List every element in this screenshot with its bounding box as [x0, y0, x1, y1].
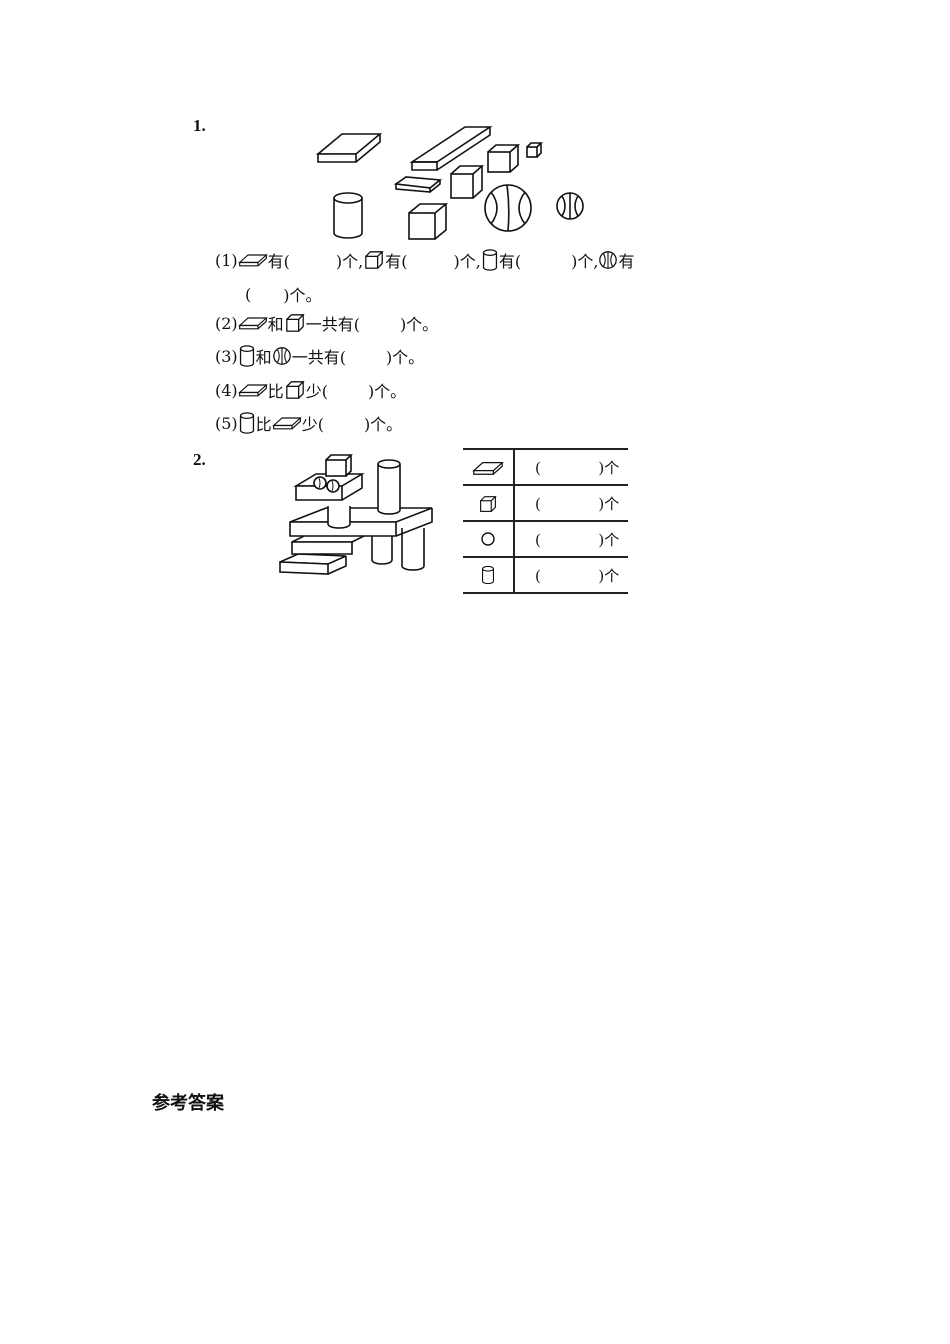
shape-cell — [463, 448, 515, 485]
ball-icon — [598, 250, 618, 270]
ball-icon — [272, 346, 292, 366]
answers-heading: 参考答案 — [152, 1093, 224, 1114]
cube-icon — [284, 313, 306, 333]
flat-box-icon — [238, 252, 268, 268]
answer-cell: ( )个 — [514, 556, 628, 594]
unit-text: )个 — [598, 458, 620, 477]
question-1-item-3: (3) 和 一共有( )个。 — [215, 344, 424, 368]
shape-cell — [463, 520, 515, 557]
item-text: 有 — [618, 252, 635, 271]
question-1-item-4: (4) 比 少( )个。 — [215, 378, 406, 402]
answer-cell: ( )个 — [514, 448, 628, 485]
item-text: )个。 — [363, 415, 403, 434]
item-label: (3) — [215, 346, 238, 366]
cylinder-icon — [238, 411, 256, 435]
small-cube-shape — [526, 142, 543, 158]
cylinder-icon — [238, 344, 256, 368]
item-label: (2) — [215, 313, 238, 333]
item-text: )个, — [453, 252, 481, 271]
item-text: 比 — [255, 415, 272, 434]
flat-box-icon — [471, 460, 505, 476]
paren-open: ( — [535, 530, 541, 549]
unit-text: )个 — [598, 494, 620, 513]
question-1-item-2: (2) 和 一共有( )个。 — [215, 311, 438, 335]
item-text: )个。 — [283, 286, 322, 305]
cylinder-shape — [333, 192, 363, 239]
paren-open: ( — [535, 566, 541, 585]
item-text: ( — [245, 284, 252, 304]
item-text: 一共有( — [291, 348, 346, 367]
item-text: 有( — [385, 252, 408, 271]
cube-shape — [408, 203, 449, 240]
table-row: ( )个 — [463, 520, 628, 557]
small-ball-shape — [556, 192, 584, 220]
item-text: 和 — [255, 348, 272, 367]
cube-shape — [450, 165, 485, 199]
cylinder-icon — [481, 564, 495, 586]
item-label: (1) — [215, 250, 238, 270]
unit-text: )个 — [598, 530, 620, 549]
circle-icon — [478, 529, 498, 549]
thin-flat-box-shape — [393, 176, 443, 193]
question-2-number: 2. — [193, 450, 206, 469]
item-text: )个, — [571, 252, 599, 271]
answer-cell: ( )个 — [514, 484, 628, 521]
cube-shape — [487, 144, 521, 173]
cube-icon — [363, 250, 385, 270]
item-text: )个。 — [367, 382, 407, 401]
item-label: (4) — [215, 380, 238, 400]
question-2-count-table: ( )个 ( )个 ( )个 ( )个 — [463, 448, 628, 594]
question-1-shapes-figure — [315, 126, 584, 240]
cube-icon — [479, 495, 497, 513]
item-label: (5) — [215, 413, 238, 433]
paren-open: ( — [535, 494, 541, 513]
question-1-number: 1. — [193, 116, 206, 135]
unit-text: )个 — [598, 566, 620, 585]
large-ball-shape — [484, 184, 532, 232]
question-1-item-5: (5) 比 少( )个。 — [215, 411, 402, 435]
shape-cell — [463, 556, 515, 594]
flat-box-icon — [272, 415, 302, 431]
item-text: 有( — [498, 252, 522, 271]
item-text: 少( — [305, 382, 328, 401]
flat-box-icon — [238, 315, 268, 331]
shape-cell — [463, 484, 515, 521]
item-text: )个, — [335, 252, 364, 271]
question-2-structure-figure — [279, 454, 433, 575]
table-row: ( )个 — [463, 484, 628, 521]
cylinder-icon — [481, 248, 499, 272]
item-text: 一共有( — [305, 315, 360, 334]
table-row: ( )个 — [463, 556, 628, 594]
paren-open: ( — [535, 458, 541, 477]
flat-box-shape — [315, 133, 383, 163]
item-text: 比 — [267, 382, 284, 401]
item-text: )个。 — [385, 348, 425, 367]
item-text: )个。 — [399, 315, 439, 334]
question-1-item-1: (1) 有( )个, 有( )个, 有( )个, 有 — [215, 248, 634, 272]
item-text: 少( — [301, 415, 324, 434]
question-1-item-1-continuation: ( )个。 — [245, 282, 322, 306]
flat-box-icon — [238, 382, 268, 398]
cube-icon — [284, 380, 306, 400]
table-row: ( )个 — [463, 448, 628, 485]
item-text: 和 — [267, 315, 284, 334]
long-flat-box-shape — [409, 126, 493, 171]
answer-cell: ( )个 — [514, 520, 628, 557]
item-text: 有( — [267, 252, 290, 271]
